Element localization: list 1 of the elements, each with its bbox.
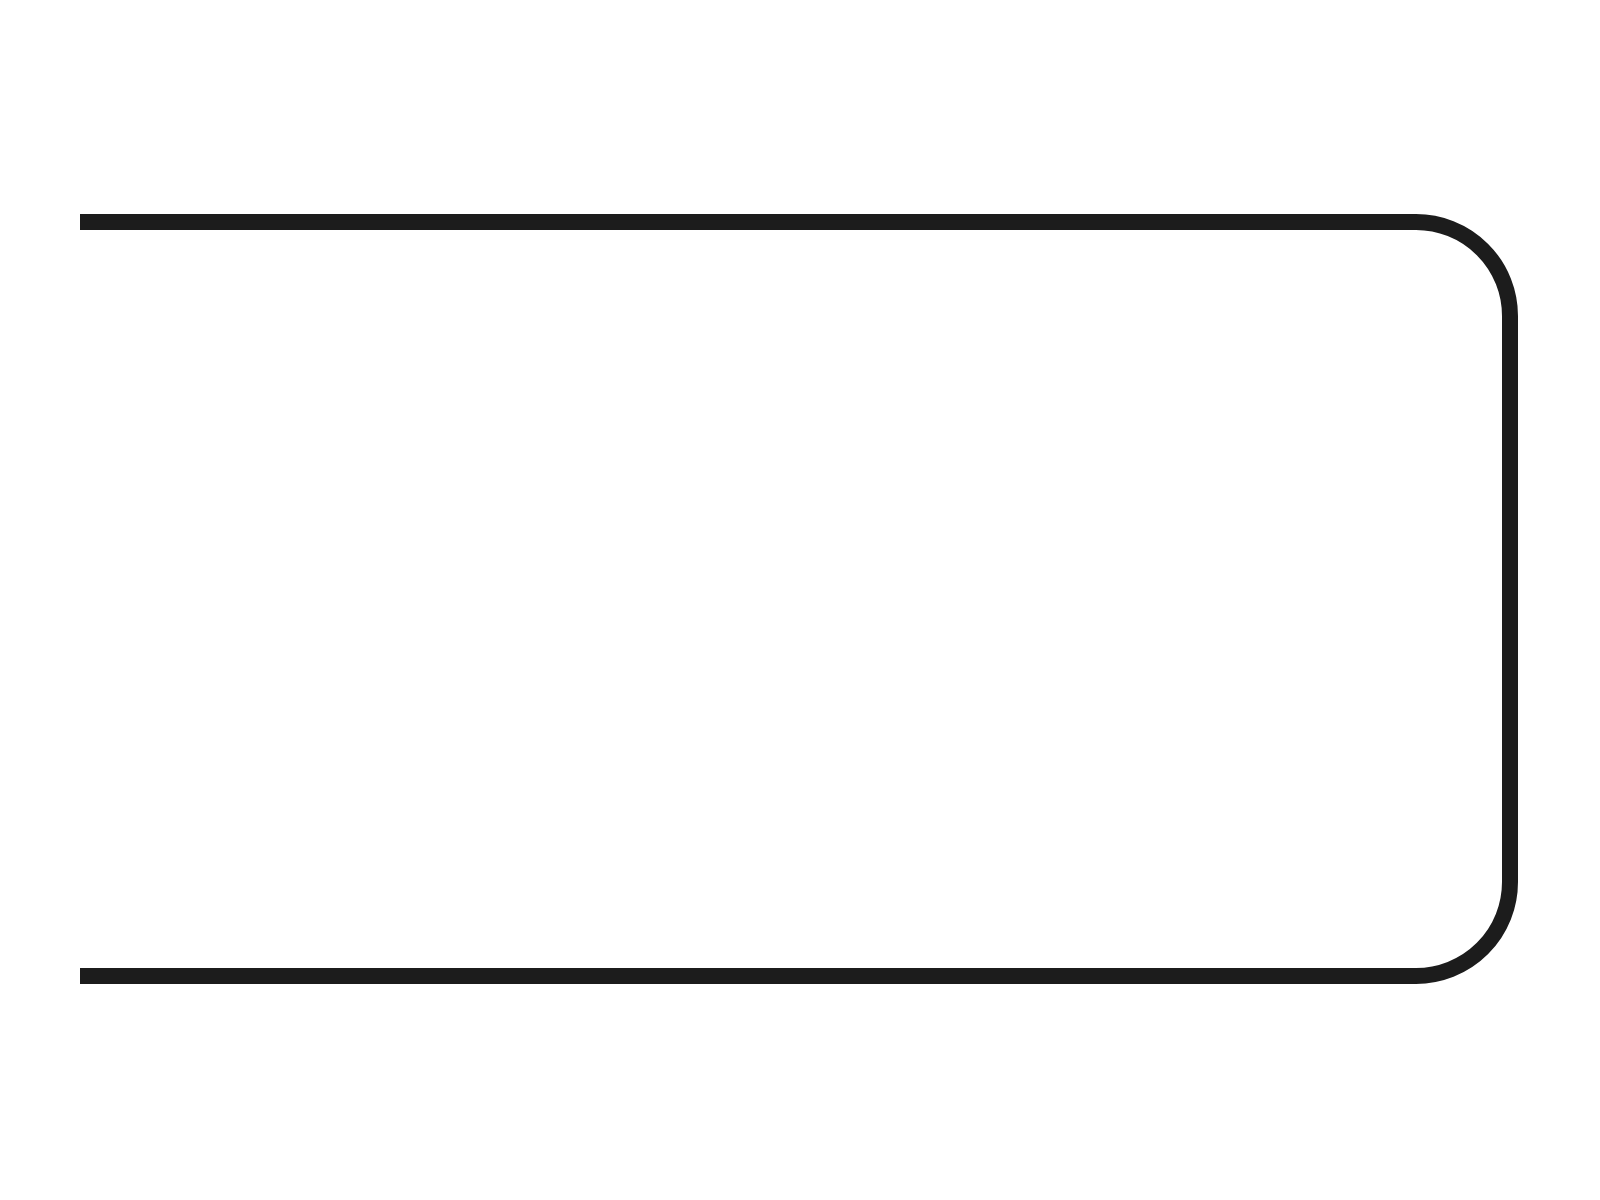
bent-rod-drawing — [80, 214, 1518, 984]
